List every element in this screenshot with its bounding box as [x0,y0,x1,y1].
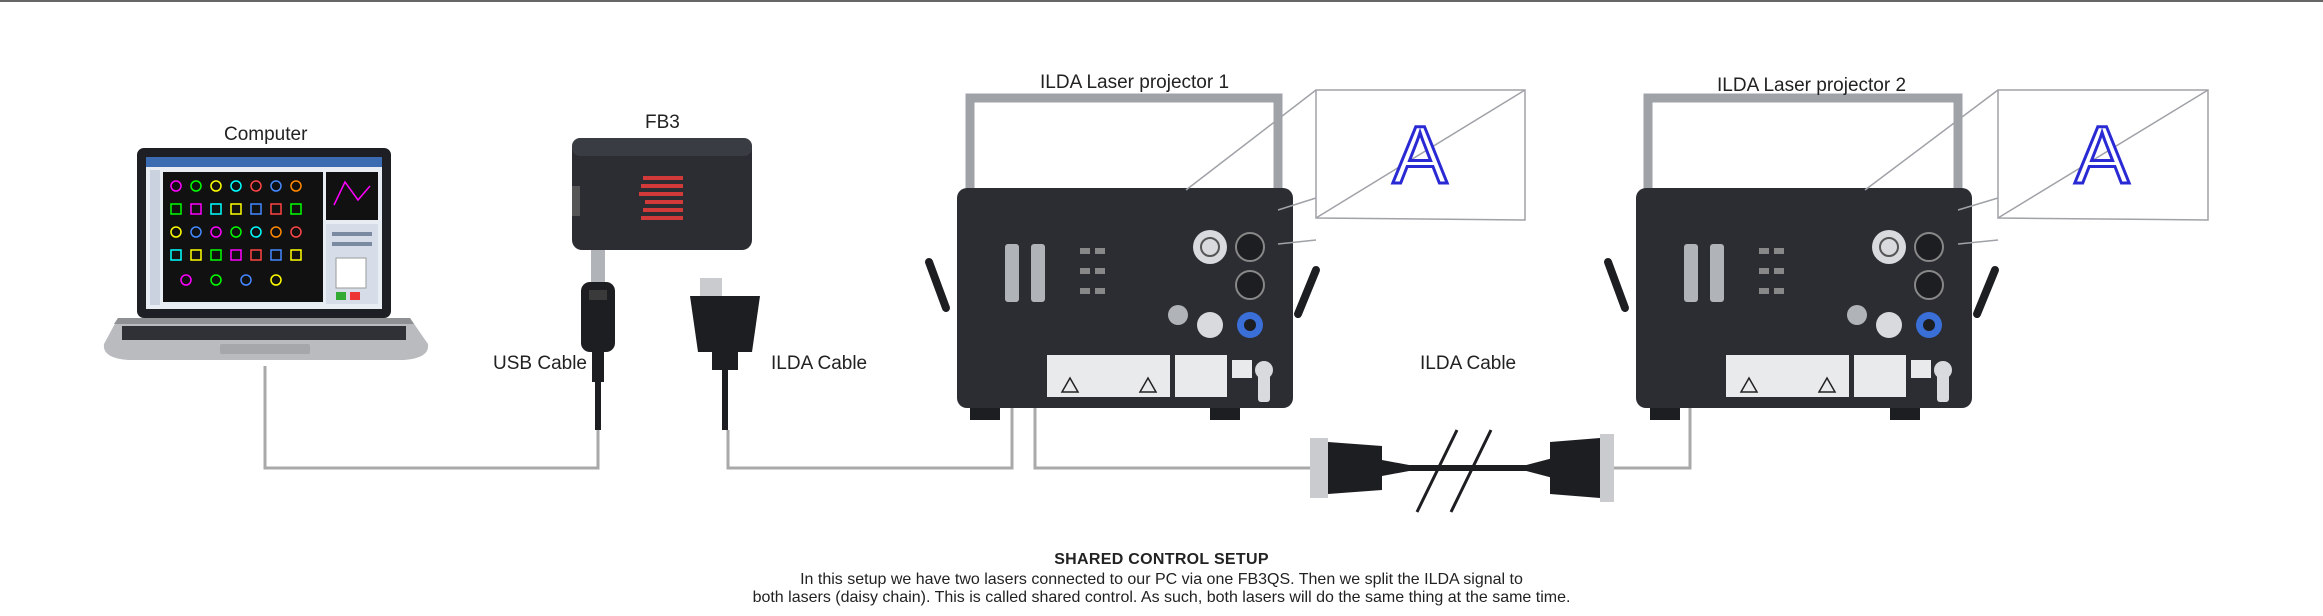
laptop-screen-thumbnails [170,180,302,286]
projected-letter-1: A [1393,110,1448,201]
projection-beam-2 [1864,89,2209,245]
computer-label: Computer [224,124,308,145]
caption-line-1: In this setup we have two lasers connect… [800,571,1523,588]
projection-beam-1 [1185,89,1526,245]
projector-1-label: ILDA Laser projector 1 [1040,72,1230,93]
fb3-interface-box [572,138,752,250]
laptop-computer [103,148,429,360]
ilda-plug-1 [690,278,760,430]
usb-connection-line [263,366,600,470]
caption-line-2: both lasers (daisy chain). This is calle… [752,589,1571,606]
ilda-cable-2-label: ILDA Cable [1420,353,1517,374]
usb-cable-label: USB Cable [493,353,587,374]
caption-title: SHARED CONTROL SETUP [1054,551,1269,568]
projector-2-label: ILDA Laser projector 2 [1717,75,1907,96]
laser-projector-1 [925,93,1320,420]
ilda-cable-1-label: ILDA Cable [771,353,868,374]
daisy-chain-ilda-cable [1310,429,1614,513]
fb3-logo [639,176,683,220]
laser-projector-2 [1604,93,1999,420]
fb3-label: FB3 [645,112,680,133]
usb-plug [581,250,615,430]
projected-letter-2: A [2075,110,2130,201]
